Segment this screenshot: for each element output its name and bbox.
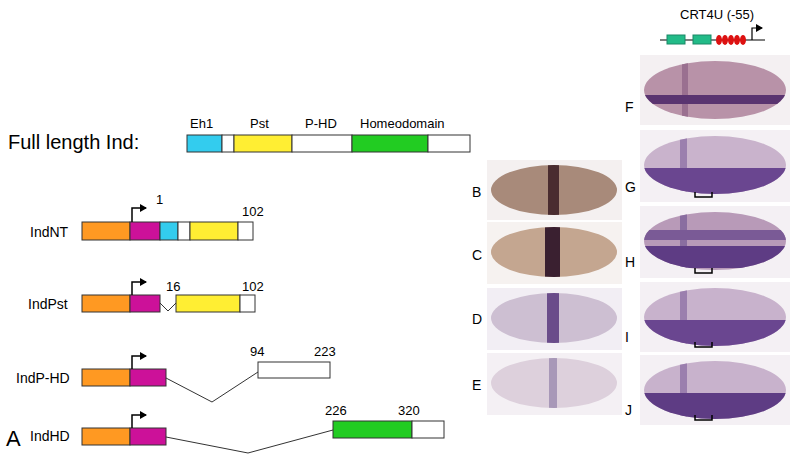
embryo-panel — [487, 222, 622, 284]
panel-letter: I — [625, 330, 629, 344]
construct-indhd — [82, 421, 444, 453]
domain-name: Eh1 — [190, 117, 213, 130]
residue-number: 226 — [325, 404, 347, 417]
panel-letter: F — [625, 100, 634, 114]
embryo-panel — [640, 130, 790, 202]
residue-number: 16 — [166, 280, 180, 293]
full-length-bar — [187, 135, 470, 152]
panel-letter: G — [625, 180, 636, 194]
panel-letter: B — [472, 185, 481, 199]
construct-indnt — [82, 222, 253, 240]
embryo-panel — [487, 160, 622, 220]
embryo-panel — [640, 355, 790, 425]
embryo-panel — [640, 55, 790, 125]
reporter-construct — [660, 28, 765, 45]
domain-name: P-HD — [305, 117, 337, 130]
residue-number: 94 — [250, 345, 264, 358]
residue-number: 320 — [398, 404, 420, 417]
construct-name: IndP-HD — [16, 371, 70, 385]
construct-indpst — [82, 295, 255, 312]
panel-letter: C — [472, 248, 482, 262]
residue-number: 102 — [242, 205, 264, 218]
embryo-panel — [640, 206, 790, 278]
promoter-arrow — [132, 282, 146, 295]
panel-letter: E — [472, 378, 481, 392]
construct-indphd — [82, 362, 330, 402]
embryo-panel — [487, 288, 622, 350]
panel-letter: D — [472, 312, 482, 326]
panel-letter: J — [625, 403, 632, 417]
promoter-arrow — [132, 356, 146, 369]
residue-number: 223 — [314, 345, 336, 358]
residue-number: 102 — [242, 280, 264, 293]
promoter-arrow — [132, 208, 146, 222]
residue-number: 1 — [156, 193, 163, 206]
construct-name: IndHD — [30, 429, 70, 443]
embryo-panel — [487, 353, 622, 415]
domain-name: Pst — [250, 117, 269, 130]
construct-name: IndPst — [28, 297, 68, 311]
construct-name: IndNT — [30, 225, 68, 239]
domain-name: Homeodomain — [360, 117, 445, 130]
embryo-panel — [640, 282, 790, 352]
panel-title: CRT4U (-55) — [680, 8, 754, 21]
protein-name: Full length Ind: — [8, 132, 139, 152]
panel-letter: A — [6, 428, 21, 450]
promoter-arrow — [132, 415, 146, 428]
panel-letter: H — [625, 255, 635, 269]
